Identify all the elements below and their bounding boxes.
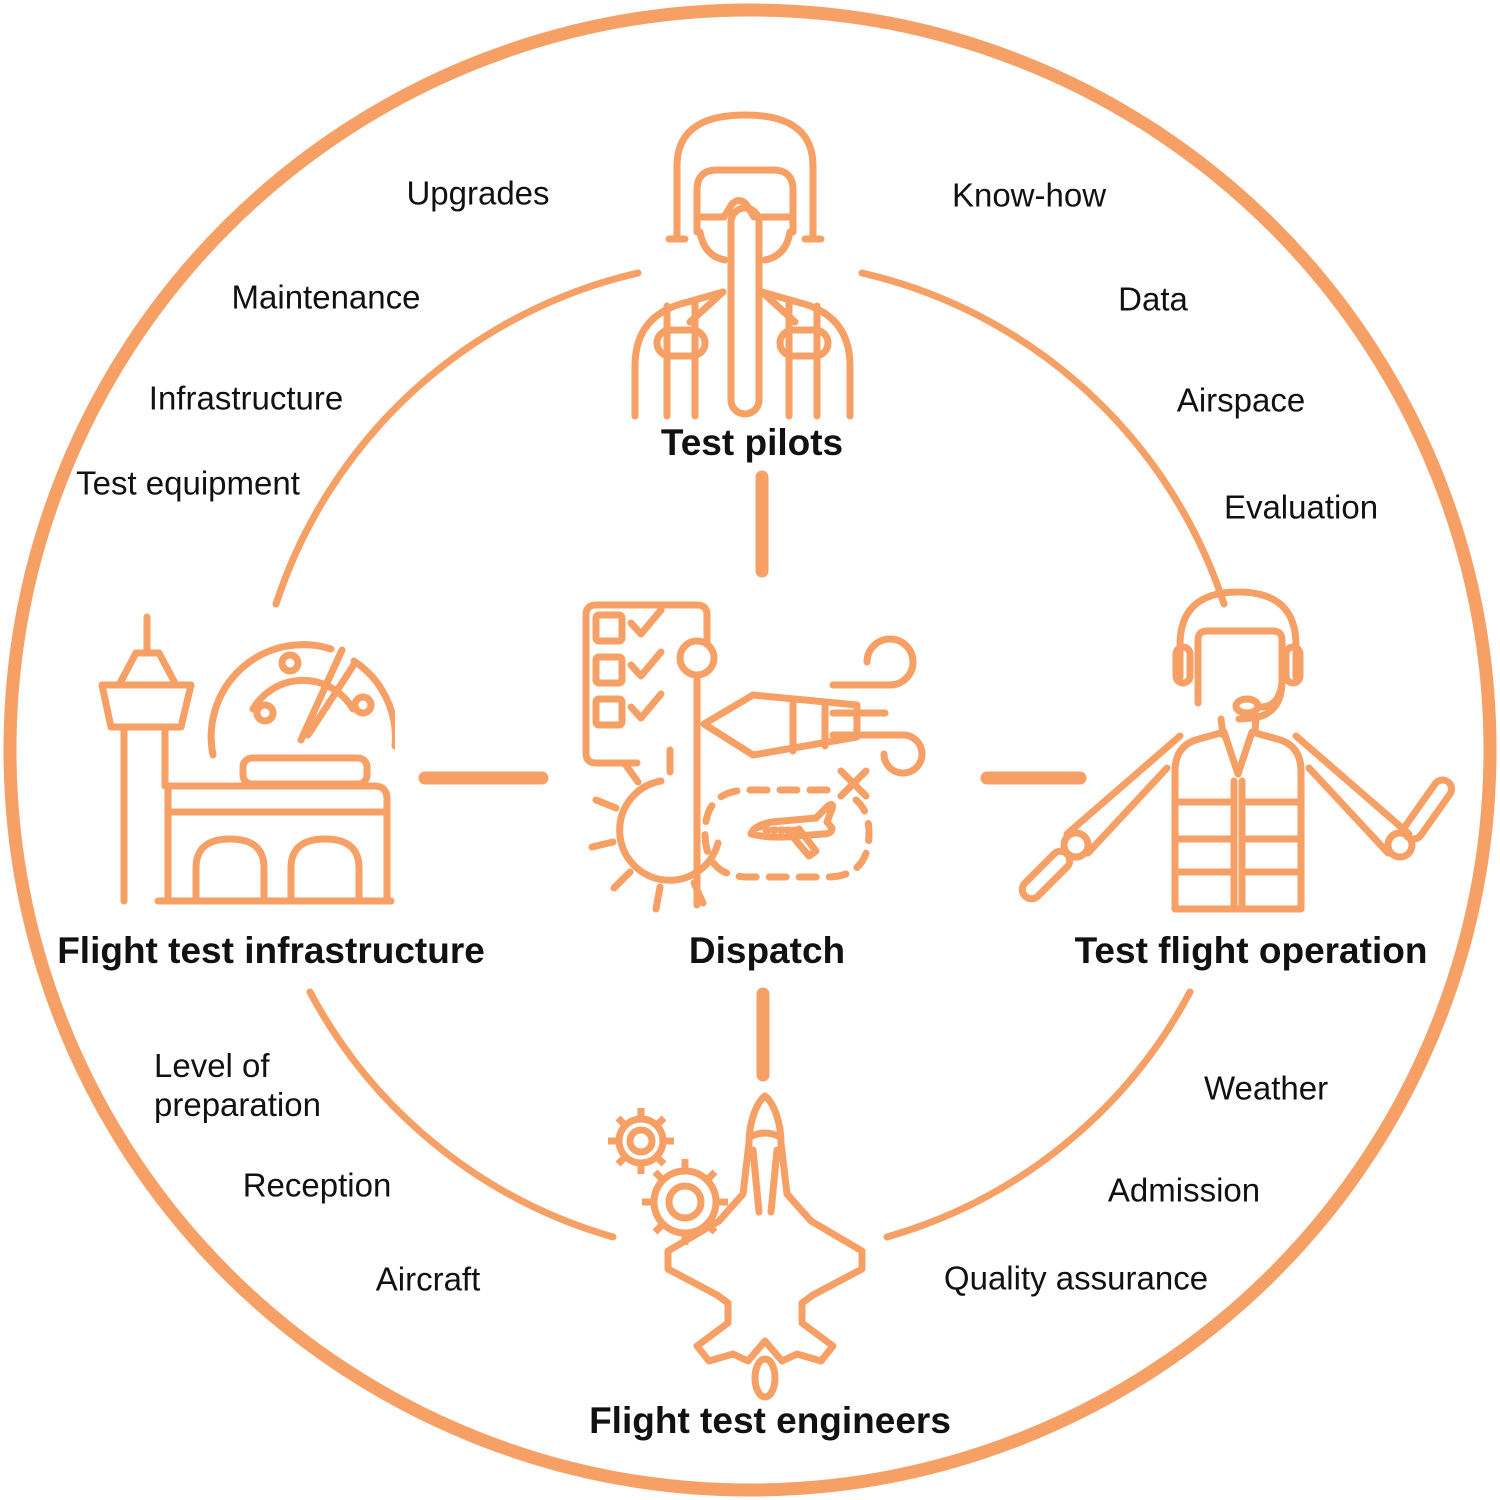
- satellite-label-airspace: Airspace: [1176, 381, 1306, 419]
- satellite-label-know-how: Know-how: [951, 176, 1107, 214]
- jet-gears-icon: [608, 1092, 866, 1401]
- satellite-label-test-equipment: Test equipment: [76, 464, 300, 502]
- small-airplane-icon: [747, 801, 836, 860]
- satellite-label-admission: Admission: [1107, 1171, 1261, 1209]
- node-label-test-flight-operation: Test flight operation: [1074, 930, 1428, 971]
- marshaller-vest-batons-icon: [1018, 588, 1455, 913]
- satellite-label-data: Data: [1118, 280, 1188, 318]
- satellite-label-evaluation: Evaluation: [1223, 488, 1379, 526]
- checklist-windsock-sun-flightplan-icon: [582, 601, 926, 913]
- outer-circle: [3, 3, 1497, 1497]
- node-label-flight-test-engineers: Flight test engineers: [589, 1400, 951, 1441]
- pilot-helmet-icon: [631, 111, 854, 420]
- satellite-label-reception: Reception: [242, 1166, 392, 1204]
- satellite-label-maintenance: Maintenance: [231, 278, 421, 316]
- satellite-label-weather: Weather: [1203, 1069, 1329, 1107]
- satellite-label-level-of-preparation: Level of preparation: [154, 1047, 321, 1123]
- satellite-label-quality-assurance: Quality assurance: [943, 1259, 1209, 1297]
- node-label-flight-test-infrastructure: Flight test infrastructure: [57, 930, 485, 971]
- inner-arc-upper-right: [858, 269, 1228, 608]
- node-label-test-pilots: Test pilots: [660, 422, 844, 463]
- gear-icon: [608, 1108, 728, 1245]
- inner-arc-upper-left: [272, 269, 642, 608]
- satellite-label-aircraft: Aircraft: [375, 1260, 481, 1298]
- node-label-dispatch: Dispatch: [688, 930, 846, 971]
- inner-arc-lower-right: [883, 988, 1194, 1241]
- satellite-label-infrastructure: Infrastructure: [148, 379, 344, 417]
- control-tower-radar-icon: [98, 613, 395, 905]
- inner-arc-lower-left: [306, 988, 617, 1241]
- satellite-label-upgrades: Upgrades: [406, 174, 550, 212]
